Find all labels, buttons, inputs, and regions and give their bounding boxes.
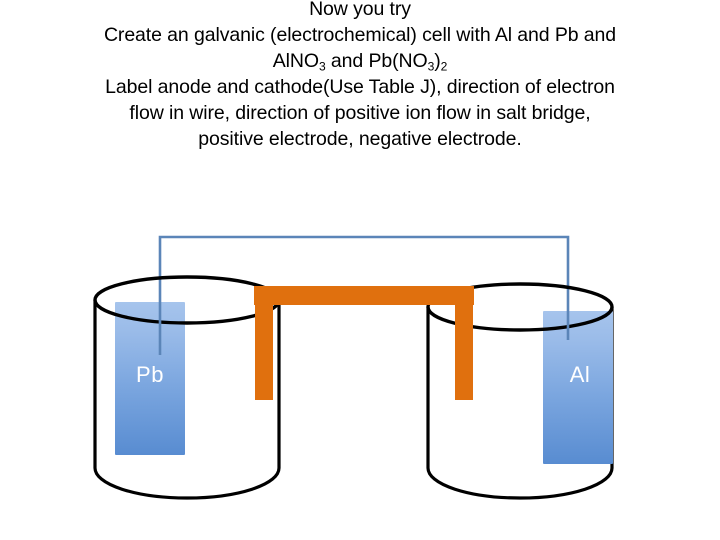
prompt-formula-line: AlNO3 and Pb(NO3)2 [8,48,712,74]
formula-alno3-prefix: AlNO [272,50,319,72]
prompt-text-block: Now you try Create an galvanic (electroc… [8,0,712,152]
al-electrode-plate [543,311,613,464]
prompt-task-line-3: positive electrode, negative electrode. [198,128,522,150]
formula-sub-3b: 3 [427,59,435,74]
left-electrode-pb [115,302,185,455]
right-beaker-outline [426,307,614,500]
prompt-title: Now you try [309,0,411,20]
wire-electrode-contacts [158,300,570,355]
right-electrode-al [543,311,613,464]
pb-electrode-plate [115,302,185,455]
prompt-task-line-2: flow in wire, direction of positive ion … [129,102,591,124]
salt-bridge-right-leg [455,288,473,400]
left-beaker-outline [93,300,281,500]
salt-bridge-bar [254,286,474,305]
formula-sub-3a: 3 [318,59,326,74]
prompt-task-line-1: Label anode and cathode(Use Table J), di… [105,76,615,98]
right-beaker-rim [426,282,614,332]
salt-bridge-left-leg [255,288,273,400]
formula-sub-2: 2 [440,59,448,74]
salt-bridge [254,286,474,400]
prompt-instruction-line: Create an galvanic (electrochemical) cel… [103,24,617,46]
formula-paren-close: ) [434,50,441,72]
formula-connector: and Pb(NO [325,50,428,72]
